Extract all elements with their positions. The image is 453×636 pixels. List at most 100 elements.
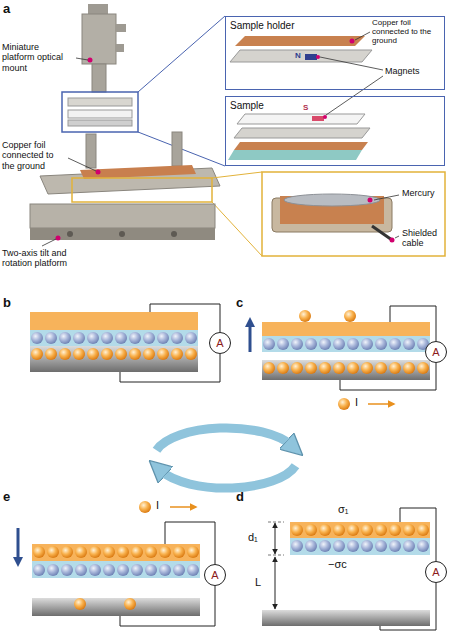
dimension-label-holder: L	[255, 576, 261, 589]
panel-e-layers	[17, 528, 20, 562]
tilt-platform	[67, 231, 73, 237]
mercury-inset	[262, 172, 445, 256]
panel-c-layers	[262, 336, 430, 352]
panel-e-layers	[32, 545, 200, 559]
optical-mount	[116, 24, 126, 32]
callout-text: Magnets	[385, 66, 420, 76]
current-label-holder: I	[355, 396, 358, 409]
panel-letter: a	[3, 2, 10, 17]
sample-holder-miniature	[138, 16, 225, 92]
panel-letter: b	[3, 296, 11, 311]
mercury-inset	[374, 195, 399, 200]
panel-d-layers	[290, 522, 430, 538]
panel-letter-holder: a	[3, 2, 10, 17]
inset-box: Sample	[225, 96, 445, 166]
tilt-platform	[56, 236, 61, 241]
panel-letter: d	[236, 490, 244, 505]
panel-c-layers	[344, 310, 356, 322]
magnet-leaders	[316, 55, 383, 119]
stage-plate	[72, 178, 212, 202]
meter-letter: A	[216, 338, 223, 349]
sample-plates	[237, 114, 365, 124]
sample-holder-miniature	[138, 132, 225, 166]
dimension-arrows	[268, 555, 284, 556]
sample-plates	[228, 150, 362, 160]
holder-plates	[230, 32, 372, 62]
pole-label-holder: S	[303, 103, 308, 112]
dimension-label: L	[255, 576, 261, 589]
mercury-inset	[390, 238, 395, 243]
cycle-arrows	[157, 428, 296, 488]
panel-e-layers	[18, 501, 215, 626]
stage-plate	[80, 165, 196, 179]
panel-c-layers	[338, 398, 350, 410]
sample-holder-miniature	[62, 92, 138, 132]
panel-d-layers	[290, 538, 430, 555]
pole-label: N	[295, 51, 301, 60]
sample-holder-miniature	[68, 98, 132, 106]
panel-c-layers	[249, 322, 252, 352]
optical-mount	[88, 4, 108, 14]
panel-c-layers	[299, 310, 311, 322]
panel-b-layers	[30, 347, 198, 361]
inset-box: Sample holder	[225, 16, 445, 90]
panel-d-layers	[290, 539, 430, 553]
support-posts	[86, 134, 96, 168]
leader-line	[42, 239, 56, 246]
holder-plates	[235, 36, 365, 46]
meter-letter: A	[432, 347, 439, 358]
charge-label-holder: σ₁	[338, 503, 349, 516]
ammeter-symbol: A	[204, 564, 226, 586]
panel-d-layers	[290, 523, 430, 537]
magnet-leaders	[323, 115, 327, 119]
charge-label: −σc	[328, 558, 347, 571]
callout-text-holder: Mercury	[402, 188, 435, 198]
panel-letter: c	[236, 296, 243, 311]
panel-d-layers	[290, 539, 430, 553]
magnet-leaders	[320, 57, 383, 70]
sample-plates	[312, 116, 324, 121]
stage-plate	[96, 170, 101, 175]
panel-e-layers	[32, 544, 200, 561]
ammeter-symbol: A	[425, 561, 447, 583]
panel-c-layers	[262, 361, 430, 375]
holder-plates	[230, 50, 372, 62]
pole-label: S	[303, 103, 308, 112]
tilt-platform	[171, 231, 177, 237]
magnet-leaders	[316, 55, 320, 59]
panel-e-layers	[32, 563, 200, 577]
sample-holder-miniature	[68, 110, 132, 118]
panel-e-layers	[32, 561, 200, 578]
tilt-platform	[119, 231, 125, 237]
holder-plates	[355, 32, 370, 40]
current-label-holder: I	[156, 499, 159, 512]
panel-b-layers	[30, 347, 198, 361]
holder-plates	[305, 54, 317, 60]
panel-e-layers	[124, 598, 136, 610]
panel-d-layers	[290, 523, 430, 537]
sample-plates	[234, 128, 370, 138]
callout-text: Copper foil connected to the ground	[372, 18, 442, 46]
callout-text-holder: Copper foil connected to the ground	[372, 18, 442, 46]
cycle-arrows	[161, 466, 296, 488]
callout-text-holder: Shielded cable	[402, 228, 446, 249]
sample-holder-miniature	[68, 120, 132, 126]
support-posts	[172, 132, 182, 166]
current-label: I	[355, 396, 358, 409]
callout-text: Miniature platform optical mount	[2, 42, 74, 73]
ammeter-symbol: A	[209, 332, 231, 354]
inset-title: Sample	[226, 97, 444, 111]
ammeter-symbol: A	[425, 341, 447, 363]
optical-mount	[88, 58, 93, 63]
pole-label-holder: N	[295, 51, 301, 60]
dimension-label-holder: d₁	[248, 531, 258, 544]
current-label: I	[156, 499, 159, 512]
panel-c-layers	[368, 403, 394, 405]
panel-c-layers	[262, 360, 430, 380]
mercury-inset	[368, 198, 373, 203]
dimension-arrows	[268, 522, 284, 523]
sample-plates	[234, 142, 368, 150]
panel-b-layers	[30, 312, 198, 330]
panel-e-layers	[32, 545, 200, 559]
